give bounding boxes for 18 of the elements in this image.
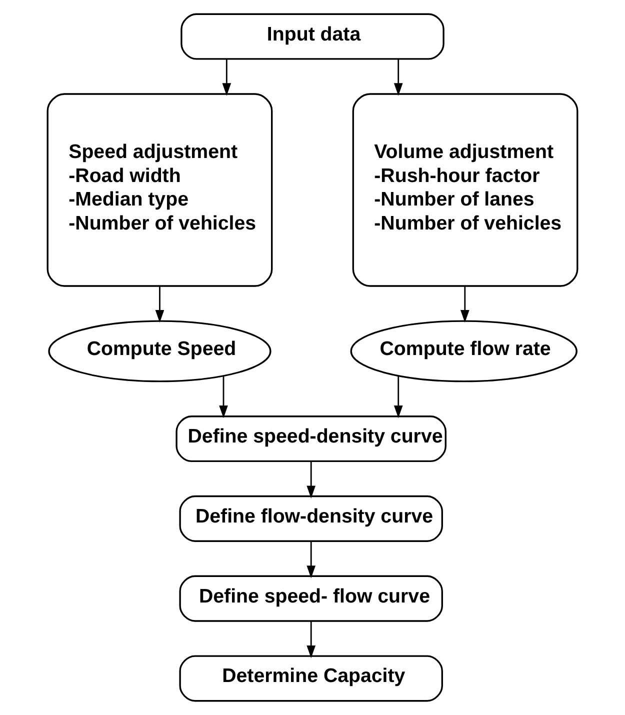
arrow <box>222 59 232 96</box>
arrow <box>219 376 228 418</box>
arrow <box>394 59 403 96</box>
arrow <box>306 461 316 498</box>
node-box: Define speed- flow curve <box>179 575 443 622</box>
arrow <box>394 376 403 418</box>
node-ellipse: Compute flow rate <box>350 320 578 382</box>
node-box: Volume adjustment -Rush-hour factor -Number of lanes -Number of vehicles <box>352 93 578 287</box>
node-box: Define flow-density curve <box>179 495 443 542</box>
arrow <box>306 621 316 658</box>
node-box: Determine Capacity <box>179 655 443 702</box>
node-box: Speed adjustment -Road width -Median type -Number of vehicles <box>46 93 273 287</box>
node-box: Define speed-density curve <box>176 416 446 462</box>
arrow <box>460 286 470 323</box>
node-ellipse: Compute Speed <box>48 320 272 382</box>
node-box: Input data <box>180 13 444 60</box>
arrow <box>155 286 164 323</box>
arrow <box>306 541 316 578</box>
